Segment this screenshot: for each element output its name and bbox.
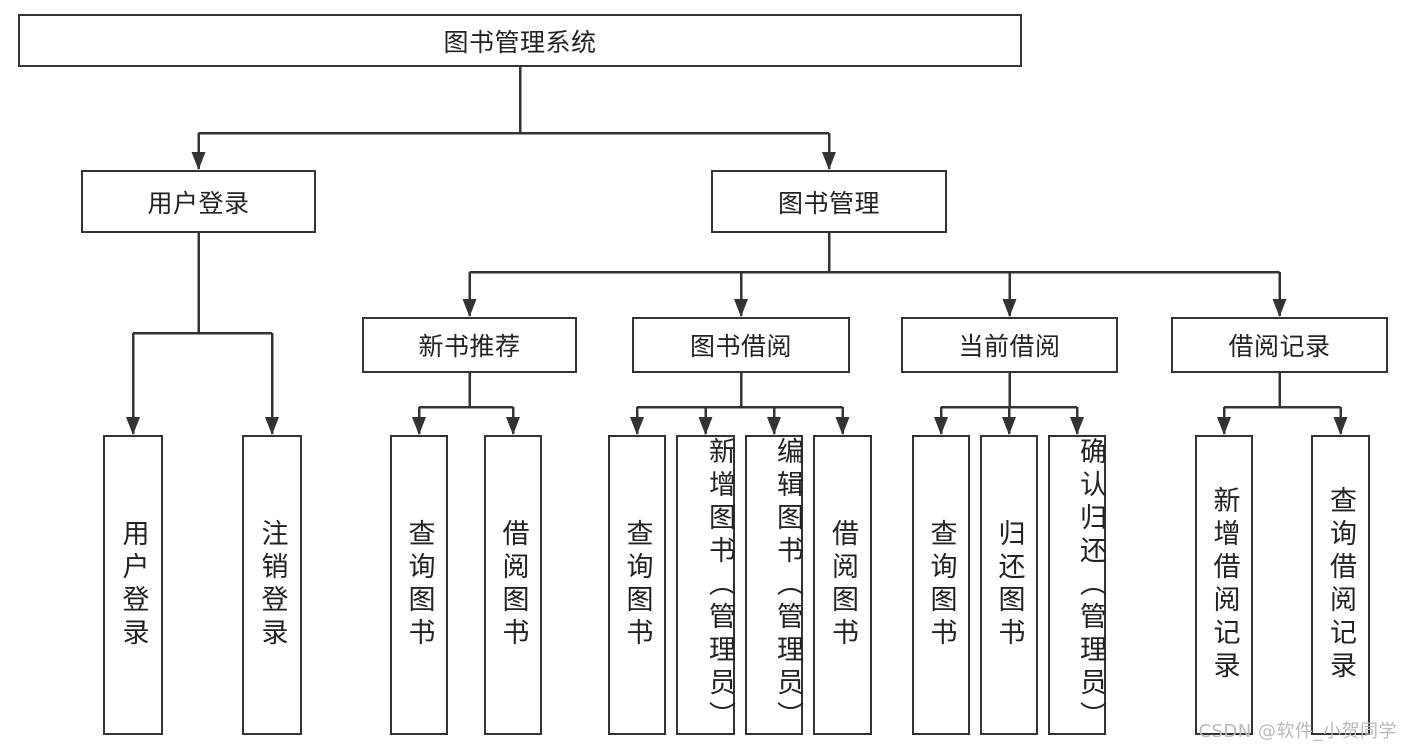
watermark-label: CSDN @软件_小贺同学 <box>1198 721 1397 742</box>
node-book-borrow[interactable]: 图书借阅 <box>632 317 850 373</box>
node-label-leaf-add-rec: 新增借阅记录 <box>1208 486 1240 684</box>
node-label-leaf-user-login: 用户登录 <box>117 519 149 651</box>
node-label-leaf-query-1: 查询图书 <box>403 519 435 651</box>
node-label-book-borrow: 图书借阅 <box>689 332 792 361</box>
node-label-leaf-add-book: 新增图书（管理员） <box>704 436 735 734</box>
node-leaf-query-3[interactable]: 查询图书 <box>912 435 970 735</box>
node-label-leaf-logout: 注销登录 <box>256 519 288 651</box>
node-label-leaf-query-3: 查询图书 <box>925 519 957 651</box>
node-leaf-logout[interactable]: 注销登录 <box>242 435 302 735</box>
node-leaf-query-2[interactable]: 查询图书 <box>608 435 666 735</box>
node-leaf-user-login[interactable]: 用户登录 <box>103 435 163 735</box>
node-label-current-borrow: 当前借阅 <box>958 332 1061 361</box>
node-label-user-login: 用户登录 <box>147 188 250 218</box>
node-book-mgmt[interactable]: 图书管理 <box>711 170 947 233</box>
node-leaf-add-book[interactable]: 新增图书（管理员） <box>676 435 735 735</box>
node-label-leaf-edit-book: 编辑图书（管理员） <box>772 436 803 734</box>
node-root[interactable]: 图书管理系统 <box>18 14 1022 67</box>
node-leaf-edit-book[interactable]: 编辑图书（管理员） <box>745 435 803 735</box>
node-label-book-mgmt: 图书管理 <box>777 188 880 218</box>
node-leaf-borrow-2[interactable]: 借阅图书 <box>813 435 872 735</box>
node-borrow-record[interactable]: 借阅记录 <box>1171 317 1388 373</box>
node-label-root: 图书管理系统 <box>443 27 597 57</box>
node-label-leaf-borrow-2: 借阅图书 <box>827 519 858 651</box>
node-leaf-add-rec[interactable]: 新增借阅记录 <box>1195 435 1253 735</box>
node-label-leaf-borrow-1: 借阅图书 <box>497 519 529 651</box>
node-label-leaf-query-2: 查询图书 <box>621 519 653 651</box>
node-leaf-confirm[interactable]: 确认归还（管理员） <box>1048 435 1106 735</box>
node-new-book-rec[interactable]: 新书推荐 <box>362 317 577 373</box>
node-label-leaf-return: 归还图书 <box>993 519 1025 651</box>
node-leaf-query-rec[interactable]: 查询借阅记录 <box>1311 435 1370 735</box>
node-user-login[interactable]: 用户登录 <box>81 170 316 233</box>
node-label-leaf-confirm: 确认归还（管理员） <box>1075 436 1106 734</box>
node-current-borrow[interactable]: 当前借阅 <box>901 317 1118 373</box>
node-leaf-borrow-1[interactable]: 借阅图书 <box>484 435 542 735</box>
node-label-leaf-query-rec: 查询借阅记录 <box>1325 486 1356 684</box>
node-leaf-query-1[interactable]: 查询图书 <box>390 435 448 735</box>
node-label-new-book-rec: 新书推荐 <box>418 332 521 361</box>
node-label-borrow-record: 借阅记录 <box>1228 332 1331 361</box>
node-leaf-return[interactable]: 归还图书 <box>980 435 1038 735</box>
